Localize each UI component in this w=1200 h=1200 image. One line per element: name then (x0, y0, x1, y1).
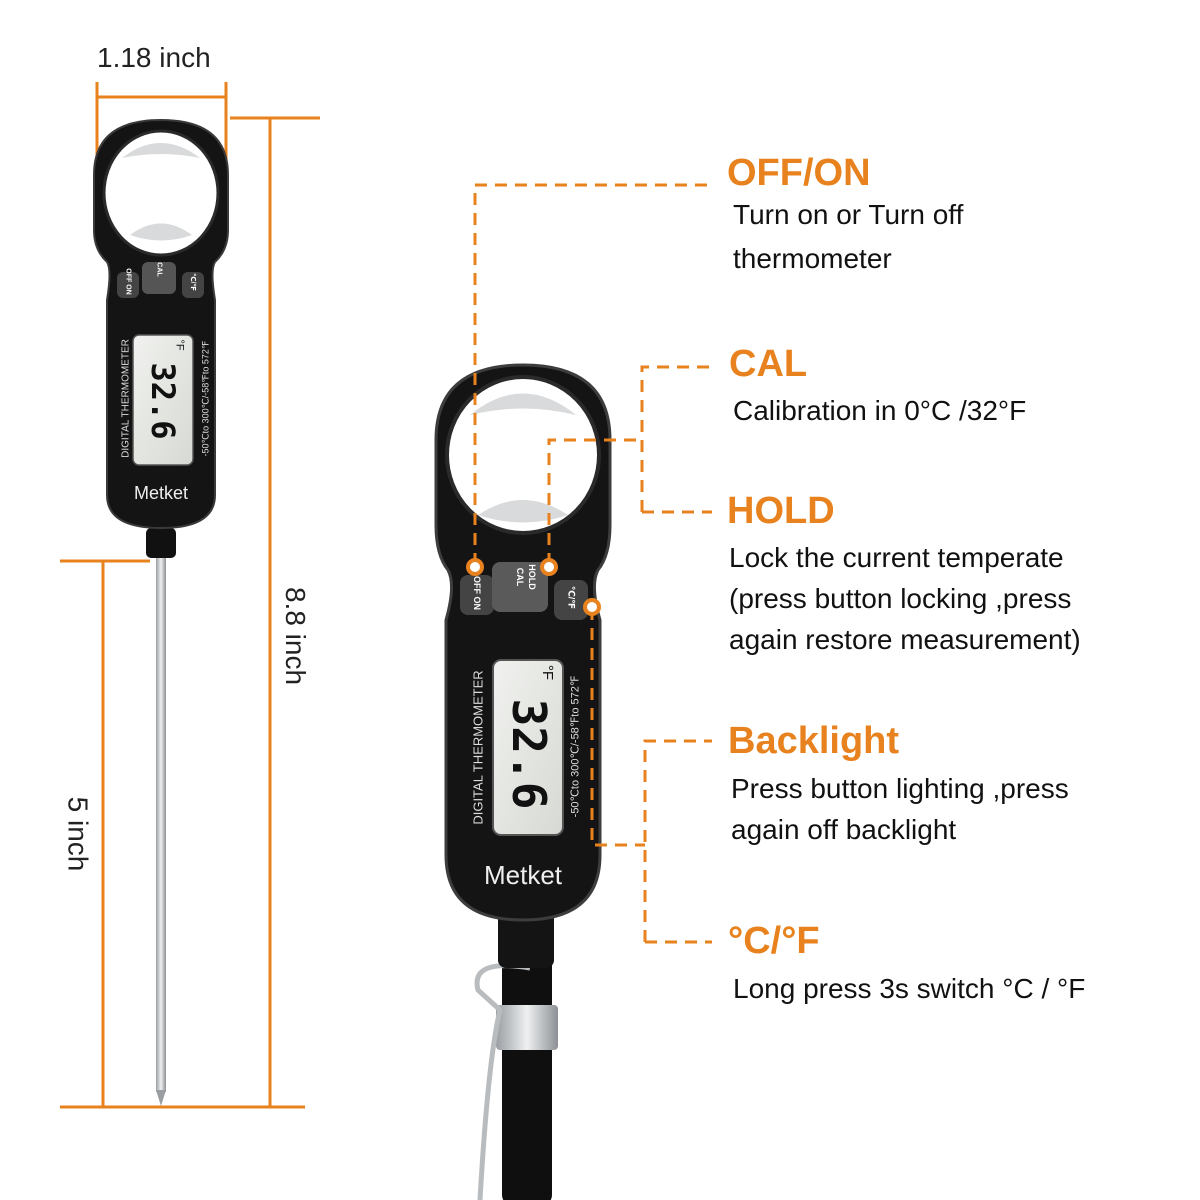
large-button-cal (492, 562, 548, 612)
small-button-cal-label: CAL (155, 262, 163, 277)
callout-dots (466, 558, 601, 616)
feature-desc-line: again off backlight (731, 814, 957, 845)
large-ring-metal-bottom (478, 500, 568, 523)
large-button-unit-label: ℃/℉ (566, 585, 577, 610)
small-device-range: -50℃to 300℃/-58℉to 572℉ (200, 340, 211, 457)
feature-desc-line: Calibration in 0°C /32°F (733, 395, 1027, 426)
small-button-cal (142, 262, 176, 294)
large-button-power-label: OFF ON (472, 576, 482, 610)
small-lcd-unit: °F (173, 339, 186, 351)
feature-title-cal: CAL (729, 343, 808, 385)
large-button-unit (554, 580, 588, 620)
large-lcd-unit: °F (539, 664, 557, 681)
feature-desc-line: (press button locking ,press (729, 583, 1072, 614)
small-device-label: DIGITAL THERMOMETER (120, 339, 132, 458)
small-ring-metal-bottom (130, 223, 192, 241)
large-collar (498, 910, 554, 968)
feature-desc-backlight: Press button lighting ,press again off b… (731, 768, 1069, 850)
feature-title-off-on: OFF/ON (727, 152, 871, 194)
large-lcd-reading: 32.6 (502, 698, 556, 810)
probe-dimension-label: 5 inch (62, 796, 94, 872)
large-thermometer (434, 363, 612, 1200)
large-button-hold-label: HOLD (527, 564, 537, 590)
callout-dot-off-on (466, 558, 484, 576)
small-ring-metal-top (122, 143, 200, 158)
large-ring-hole (445, 375, 601, 535)
large-lcd (492, 659, 564, 836)
feature-desc-line: Long press 3s switch °C / °F (733, 973, 1086, 1004)
small-button-power-label: OFF ON (124, 268, 132, 295)
feature-desc-line: Press button lighting ,press (731, 773, 1069, 804)
feature-desc-hold: Lock the current temperate (press button… (729, 537, 1081, 660)
large-probe-clip-band (496, 1005, 558, 1050)
feature-desc-cal: Calibration in 0°C /32°F (733, 390, 1026, 431)
small-button-unit-label: ℃/℉ (189, 272, 196, 292)
small-thermometer (93, 118, 229, 1106)
feature-title-hold: HOLD (727, 490, 835, 532)
callout-dot-unit (583, 598, 601, 616)
callout-line-backlight (643, 739, 712, 942)
large-ring-metal-top (470, 393, 576, 415)
feature-desc-line: thermometer (733, 243, 892, 274)
feature-desc-line: Turn on or Turn off (733, 199, 964, 230)
callout-dot-cal-hold (540, 558, 558, 576)
large-probe-handle (502, 955, 552, 1200)
feature-desc-c-f: Long press 3s switch °C / °F (733, 968, 1085, 1009)
callout-lines (473, 183, 712, 944)
large-device-range: -50℃to 300℃/-58℉to 572℉ (569, 675, 582, 818)
dimension-lines (60, 82, 320, 1109)
feature-desc-line: again restore measurement) (729, 624, 1081, 655)
small-probe (156, 552, 166, 1092)
callout-line-off-on (473, 183, 710, 565)
large-device-label: DIGITAL THERMOMETER (470, 670, 486, 825)
small-ring-hole (102, 129, 220, 257)
small-probe-tip (156, 1090, 166, 1106)
feature-title-c-f: °C/°F (728, 920, 820, 962)
feature-title-backlight: Backlight (728, 720, 900, 762)
large-device-brand: Metket (483, 860, 563, 890)
width-dimension-label: 1.18 inch (97, 42, 211, 73)
large-probe-clip (474, 963, 531, 1200)
callout-line-cal-hold (547, 438, 642, 565)
callout-line-cal (640, 365, 712, 512)
small-lcd-reading: 32.6 (144, 362, 182, 440)
feature-desc-line: Lock the current temperate (729, 542, 1064, 573)
large-button-cal-label: CAL (515, 567, 525, 587)
small-collar (146, 528, 176, 558)
height-dimension-label: 8.8 inch (280, 586, 312, 686)
small-lcd (132, 334, 194, 466)
feature-desc-off-on: Turn on or Turn off thermometer (733, 194, 963, 279)
small-button-unit (182, 272, 204, 298)
small-button-power (117, 272, 139, 298)
large-button-power (460, 575, 494, 615)
small-device-brand: Metket (133, 483, 189, 503)
